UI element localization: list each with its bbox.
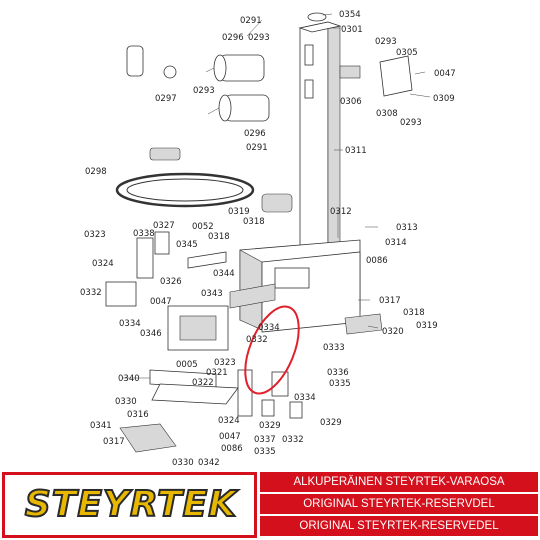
highlight-circle	[244, 305, 300, 395]
part-label: 0301	[341, 25, 363, 35]
part-label: 0296	[222, 33, 244, 43]
part-label: 0330	[115, 397, 137, 407]
part-label: 0329	[320, 418, 342, 428]
part-label: 0305	[396, 48, 418, 58]
part-label: 0332	[246, 335, 268, 345]
bolt-0297	[163, 65, 177, 79]
part-label: 0324	[92, 259, 114, 269]
part-label: 0086	[366, 256, 388, 266]
motor-lower	[207, 94, 270, 122]
part-label: 0313	[396, 223, 418, 233]
notice-line-finnish: ALKUPERÄINEN STEYRTEK-VARAOSA	[260, 472, 538, 492]
part-label: 0342	[198, 458, 220, 468]
part-label: 0319	[228, 207, 250, 217]
part-label: 0341	[90, 421, 112, 431]
part-label: 0329	[259, 421, 281, 431]
part-label: 0326	[160, 277, 182, 287]
part-label: 0311	[345, 146, 367, 156]
part-label: 0316	[127, 410, 149, 420]
part-label: 0334	[119, 319, 141, 329]
part-label: 0343	[201, 289, 223, 299]
original-part-notice: ALKUPERÄINEN STEYRTEK-VARAOSA ORIGINAL S…	[260, 472, 538, 538]
part-label: 0293	[375, 37, 397, 47]
base-housing	[229, 239, 361, 333]
part-label: 0344	[213, 269, 235, 279]
part-label: 0291	[240, 16, 262, 26]
notice-line-norwegian: ORIGINAL STEYRTEK-RESERVEDEL	[260, 516, 538, 536]
part-label: 0324	[218, 416, 240, 426]
switch-0306	[339, 65, 361, 79]
part-labels: 0291 0296 0293 0297 0293 0296 0291 0354 …	[80, 10, 456, 468]
pedal-0320	[344, 313, 383, 335]
arm-0334	[261, 399, 275, 417]
cover-0305	[379, 55, 413, 97]
part-label: 0086	[221, 444, 243, 454]
part-label: 0047	[219, 432, 241, 442]
part-label: 0319	[416, 321, 438, 331]
part-label: 0346	[140, 329, 162, 339]
part-label: 0293	[248, 33, 270, 43]
notice-line-swedish: ORIGINAL STEYRTEK-RESERVDEL	[260, 494, 538, 514]
plate-0346-hole	[179, 315, 217, 341]
part-label: 0334	[258, 323, 280, 333]
column-post	[298, 12, 342, 269]
part-label: 0047	[150, 297, 172, 307]
bracket-0297	[126, 45, 144, 77]
part-label: 0335	[329, 379, 351, 389]
part-label: 0318	[403, 308, 425, 318]
part-label: 0323	[84, 230, 106, 240]
part-label: 0320	[382, 327, 404, 337]
part-label: 0293	[193, 86, 215, 96]
part-label: 0354	[339, 10, 361, 20]
part-label: 0340	[118, 374, 140, 384]
pedal-0345	[187, 251, 227, 269]
part-label: 0335	[254, 447, 276, 457]
part-label: 0338	[133, 229, 155, 239]
part-label: 0318	[243, 217, 265, 227]
part-label: 0297	[155, 94, 177, 104]
part-label: 0312	[330, 207, 352, 217]
part-label: 0052	[192, 222, 214, 232]
part-label: 0293	[400, 118, 422, 128]
exploded-parts-diagram: 0291 0296 0293 0297 0293 0296 0291 0354 …	[80, 10, 456, 468]
part-label: 0317	[379, 296, 401, 306]
part-label: 0005	[176, 360, 198, 370]
part-0327	[154, 231, 170, 255]
arm-0329	[289, 401, 303, 419]
pedal-0341	[119, 423, 177, 453]
steyrtek-logo: STEYRTEK	[2, 472, 257, 538]
plate-0005	[151, 383, 239, 405]
logo-wordmark: STEYRTEK	[24, 483, 238, 526]
brand-banner: STEYRTEK ALKUPERÄINEN STEYRTEK-VARAOSA O…	[0, 472, 540, 538]
part-label: 0296	[244, 129, 266, 139]
part-label: 0318	[208, 232, 230, 242]
part-label: 0291	[246, 143, 268, 153]
part-label: 0308	[376, 109, 398, 119]
part-label: 0317	[103, 437, 125, 447]
arm-0332	[271, 371, 289, 397]
part-label: 0330	[172, 458, 194, 468]
clamp-0332	[105, 281, 137, 307]
part-label: 0306	[340, 97, 362, 107]
part-label: 0327	[153, 221, 175, 231]
part-label: 0047	[434, 69, 456, 79]
part-label: 0332	[80, 288, 102, 298]
part-label: 0337	[254, 435, 276, 445]
part-label: 0334	[294, 393, 316, 403]
hose-0298	[115, 147, 293, 213]
part-label: 0321	[206, 368, 228, 378]
leader-lines	[122, 13, 431, 379]
part-label: 0336	[327, 368, 349, 378]
part-label: 0298	[85, 167, 107, 177]
part-label: 0314	[385, 238, 407, 248]
part-label: 0333	[323, 343, 345, 353]
part-0338	[136, 237, 154, 279]
part-label: 0332	[282, 435, 304, 445]
part-label: 0309	[433, 94, 455, 104]
part-label: 0345	[176, 240, 198, 250]
part-label: 0322	[192, 378, 214, 388]
part-label: 0323	[214, 358, 236, 368]
motor-upper	[205, 54, 265, 82]
